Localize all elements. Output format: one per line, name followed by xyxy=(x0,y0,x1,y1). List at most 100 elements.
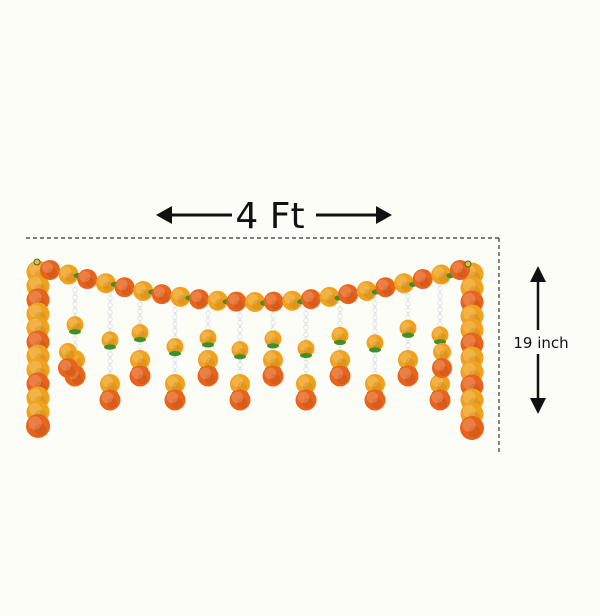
petals xyxy=(230,374,250,394)
petals xyxy=(77,269,98,290)
width-dimension: 4 Ft xyxy=(156,196,392,237)
petal-shade xyxy=(439,350,449,360)
petals xyxy=(226,291,247,312)
arc-marigold xyxy=(40,260,60,280)
drop-marigold-orange xyxy=(58,358,78,378)
drop-marigold-small xyxy=(199,329,217,347)
petal-highlight xyxy=(231,391,244,404)
drop-marigold-small xyxy=(131,324,149,342)
petals xyxy=(165,374,185,394)
left-marigold-string xyxy=(26,260,50,438)
width-label: 4 Ft xyxy=(235,196,304,237)
petals xyxy=(133,280,154,301)
petal-shade xyxy=(326,294,337,305)
petal-highlight xyxy=(264,367,277,380)
petal-highlight xyxy=(28,346,42,360)
arc-marigold xyxy=(356,280,377,301)
petal-highlight xyxy=(399,367,412,380)
bead xyxy=(405,314,411,320)
arc-marigold xyxy=(282,290,303,311)
petals xyxy=(263,291,284,312)
petals xyxy=(131,324,149,342)
bead xyxy=(107,365,113,371)
petal-highlight xyxy=(60,266,72,278)
bead xyxy=(72,336,78,342)
bead xyxy=(303,325,309,331)
bead xyxy=(303,360,309,366)
bead xyxy=(337,313,343,319)
petal-highlight xyxy=(265,352,276,363)
petals xyxy=(295,389,317,411)
petal-highlight xyxy=(333,328,343,338)
petal-shade xyxy=(437,382,447,392)
petal-highlight xyxy=(28,374,42,388)
petals xyxy=(365,374,385,394)
petal-highlight xyxy=(28,360,42,374)
petal-shade xyxy=(177,294,188,305)
petal-highlight xyxy=(433,266,445,278)
petal-shade xyxy=(439,366,449,376)
petal-highlight xyxy=(172,288,184,300)
petal-highlight xyxy=(462,278,476,292)
petal-highlight xyxy=(102,376,113,387)
petal-highlight xyxy=(462,418,476,432)
bead xyxy=(172,363,178,369)
petal-shade xyxy=(84,277,95,288)
petals xyxy=(431,264,452,285)
petal-shade xyxy=(336,373,348,385)
petals xyxy=(297,339,315,357)
drop-marigold-orange xyxy=(262,365,284,387)
petal-highlight xyxy=(103,333,113,343)
drop-marigold-orange xyxy=(164,389,186,411)
drop-marigold-small xyxy=(431,326,449,344)
petals xyxy=(66,316,84,334)
bead xyxy=(372,328,378,334)
drop-marigold-orange xyxy=(364,389,386,411)
petals xyxy=(433,343,451,361)
bead xyxy=(137,343,143,349)
petals xyxy=(264,330,282,348)
dimension-guide-lines xyxy=(26,237,500,455)
petal-shade xyxy=(233,299,244,310)
petal-shade xyxy=(405,358,415,368)
petal-highlight xyxy=(298,376,309,387)
drop-leaf xyxy=(69,329,81,335)
petal-highlight xyxy=(28,318,42,332)
petals xyxy=(394,273,415,294)
petal-highlight xyxy=(209,292,221,304)
petal-highlight xyxy=(462,390,476,404)
drop-marigold-yellow xyxy=(130,350,150,370)
petal-highlight xyxy=(166,391,179,404)
arc-marigold xyxy=(226,291,247,312)
bead xyxy=(237,313,243,319)
arc-marigold xyxy=(431,264,452,285)
petal-highlight xyxy=(28,416,42,430)
petals xyxy=(319,286,340,307)
petals xyxy=(40,260,60,280)
bead xyxy=(72,294,78,300)
right-marigold-string xyxy=(460,262,484,440)
petal-shade xyxy=(252,300,262,310)
arc-marigold xyxy=(300,289,321,310)
marigold-hangings xyxy=(58,316,452,411)
bead xyxy=(270,320,276,326)
bead xyxy=(270,313,276,319)
petal-highlight xyxy=(297,391,310,404)
petals xyxy=(338,284,359,305)
petal-highlight xyxy=(228,293,240,305)
bead xyxy=(405,342,411,348)
bead xyxy=(107,309,113,315)
petal-highlight xyxy=(434,360,445,371)
petals xyxy=(282,290,303,311)
petals xyxy=(58,358,78,378)
height-label: 19 inch xyxy=(513,334,568,352)
petal-highlight xyxy=(462,306,476,320)
drop-marigold-yellow xyxy=(296,374,316,394)
petal-shade xyxy=(158,292,169,303)
drop-leaf xyxy=(169,350,181,357)
petal-highlight xyxy=(462,404,476,418)
petal-highlight xyxy=(299,341,309,352)
petal-highlight xyxy=(368,336,378,346)
petals xyxy=(330,350,350,370)
